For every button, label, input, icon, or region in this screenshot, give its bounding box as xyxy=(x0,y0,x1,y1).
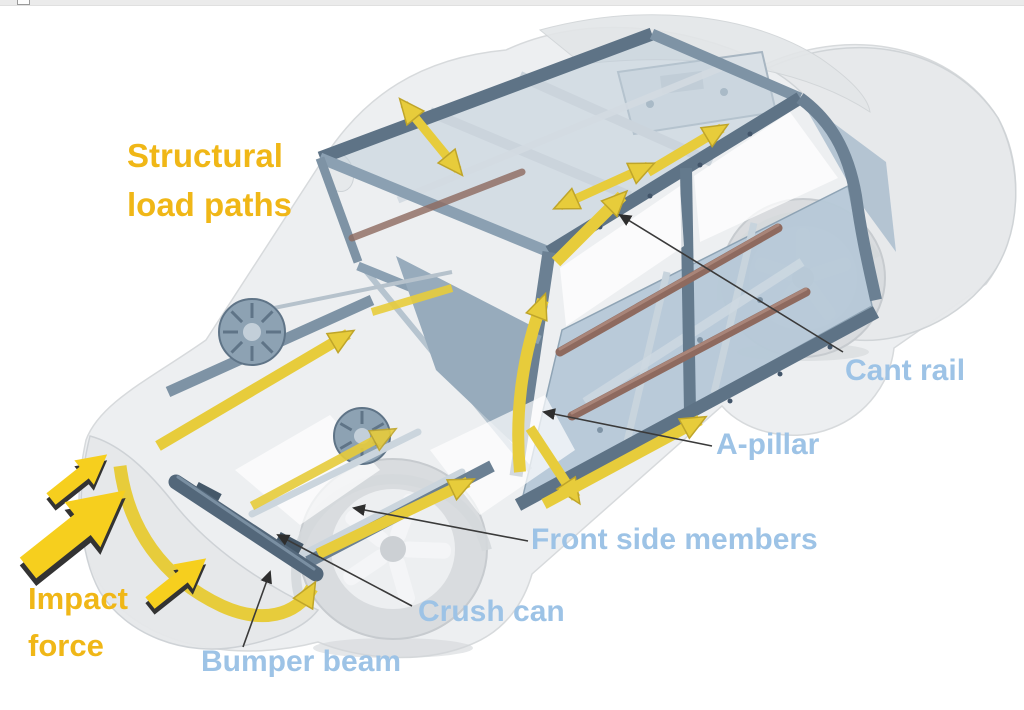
intrusion-beams xyxy=(348,168,811,421)
load-path-roof-rear xyxy=(551,161,657,211)
label-cant-rail: Cant rail xyxy=(845,354,966,387)
leader-crush-can xyxy=(276,534,413,607)
rear-header xyxy=(649,28,803,104)
c-pillar xyxy=(796,93,882,302)
leader-lines xyxy=(242,213,844,648)
bumper-beam-member xyxy=(168,474,324,582)
label-structural-load-paths: Structural load paths xyxy=(127,131,292,229)
label-a-pillar: A-pillar xyxy=(716,428,820,461)
label-front-side-members: Front side members xyxy=(531,523,818,556)
firewall xyxy=(396,256,532,448)
label-line: load paths xyxy=(127,186,293,223)
front-wheel xyxy=(291,458,492,658)
label-bumper-beam: Bumper beam xyxy=(201,645,402,678)
leader-bumper-beam xyxy=(242,570,272,648)
label-impact-force: Impact force xyxy=(28,575,128,669)
label-line: force xyxy=(28,628,104,663)
impact-arrows xyxy=(19,454,207,615)
label-crush-can: Crush can xyxy=(418,595,565,628)
leader-front-side-members xyxy=(352,504,529,542)
leader-a-pillar xyxy=(542,408,713,447)
label-line: Structural xyxy=(127,137,283,174)
roof-opening xyxy=(320,34,800,252)
load-path-a-pillar xyxy=(512,291,549,473)
selection-handle[interactable] xyxy=(17,0,30,5)
label-line: Impact xyxy=(28,581,128,616)
load-path-side-member xyxy=(315,477,476,559)
leader-cant-rail xyxy=(618,213,844,353)
load-path-highlights xyxy=(113,97,730,623)
top-edge-bar xyxy=(0,0,1024,6)
sill-member xyxy=(514,306,880,511)
load-path-bumper xyxy=(113,465,318,623)
strut-brace xyxy=(253,270,453,314)
load-path-roof-front xyxy=(398,97,464,177)
far-a-pillar xyxy=(315,156,363,264)
impact-arrow-large xyxy=(19,490,126,587)
far-roof-rail xyxy=(317,27,655,165)
load-path-upper-rail xyxy=(155,329,356,451)
strut-tower xyxy=(218,298,286,366)
b-pillar xyxy=(680,167,696,414)
impact-arrow-small-1 xyxy=(46,454,108,511)
impact-arrow-small-2 xyxy=(145,558,207,615)
load-path-sill xyxy=(541,415,708,509)
